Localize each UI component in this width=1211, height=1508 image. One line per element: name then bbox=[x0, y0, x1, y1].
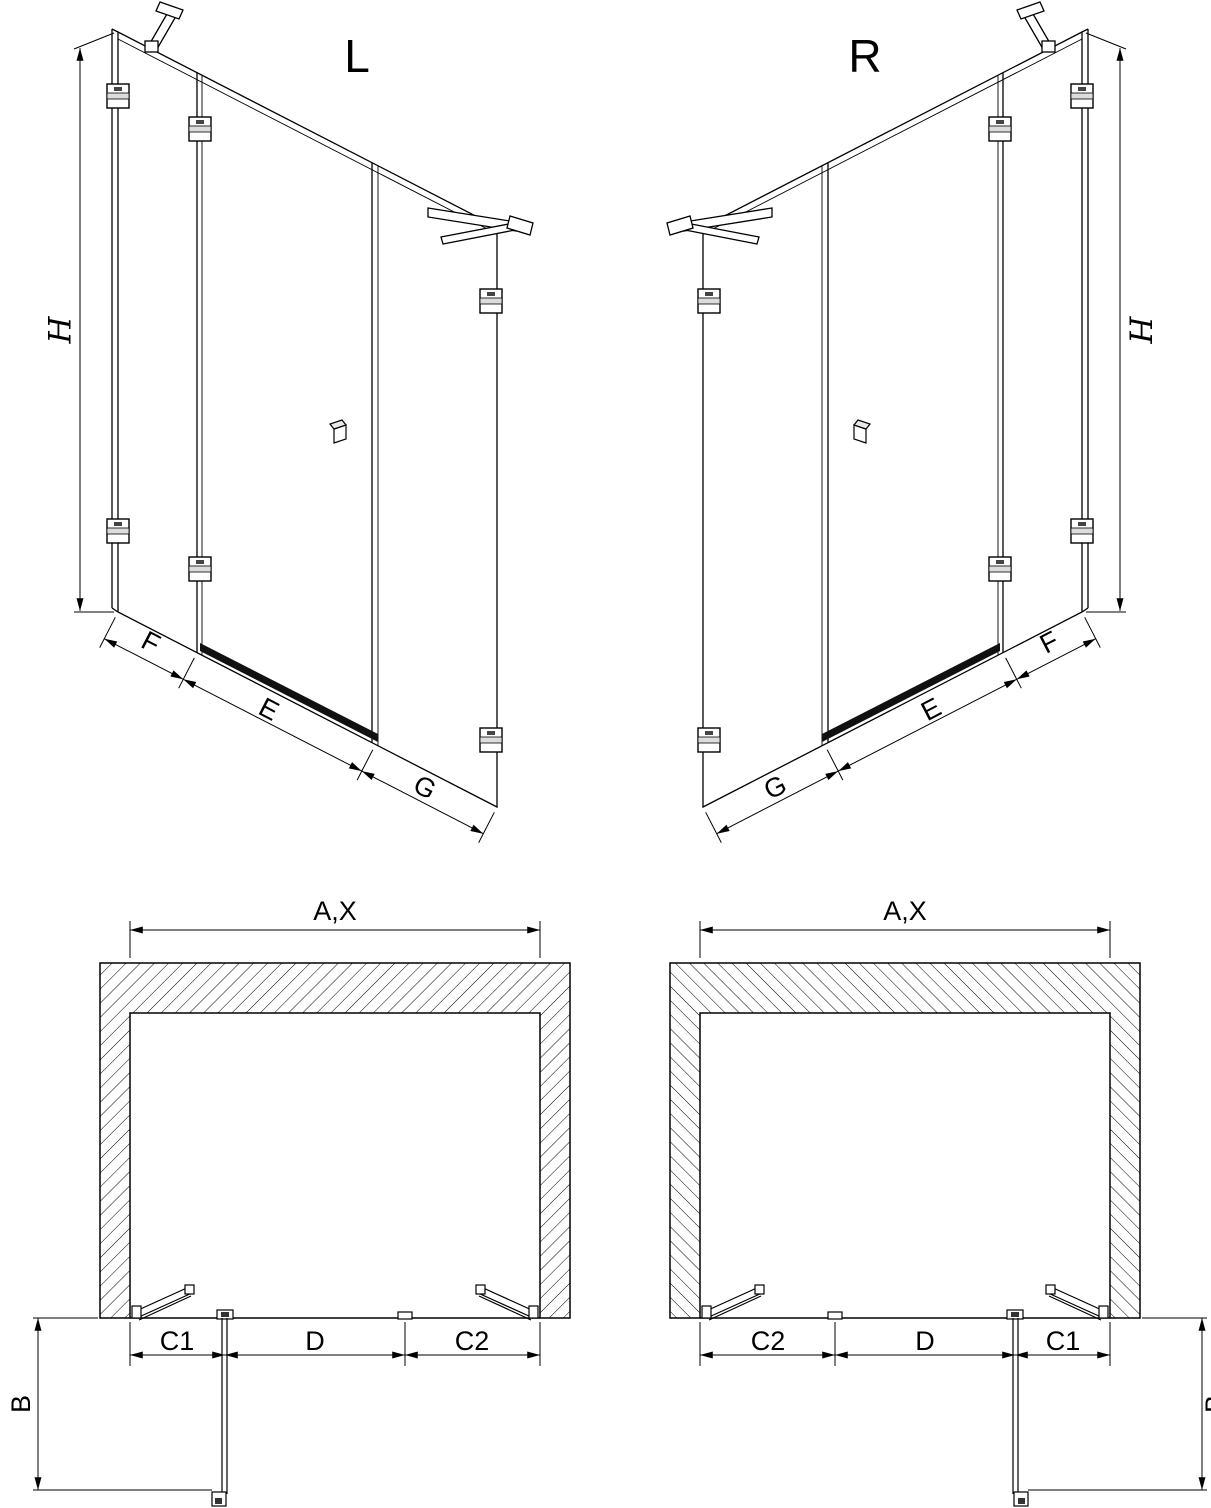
dim-label-d-right: D bbox=[915, 1326, 935, 1356]
plan-view-right bbox=[670, 921, 1207, 1506]
dim-label-c2-right: C2 bbox=[751, 1326, 786, 1356]
dim-label-e-left: E bbox=[254, 692, 284, 727]
dim-label-e-right: E bbox=[916, 692, 946, 727]
dim-label-c1-left: C1 bbox=[160, 1326, 195, 1356]
dim-label-ax-left: A,X bbox=[313, 896, 357, 926]
plan-view-left bbox=[33, 921, 570, 1506]
dim-label-f-right: F bbox=[1035, 625, 1063, 659]
dim-label-b-left: B bbox=[6, 1395, 36, 1413]
view-title-right: R bbox=[848, 30, 881, 82]
dim-label-h-left: H bbox=[43, 316, 79, 345]
dim-label-b-right: B bbox=[1200, 1395, 1211, 1413]
dim-label-d-left: D bbox=[305, 1326, 325, 1356]
dim-label-c1-right: C1 bbox=[1046, 1326, 1081, 1356]
perspective-view-right bbox=[667, 2, 1126, 843]
dim-label-h-right: H bbox=[1122, 315, 1158, 344]
dim-label-ax-right: A,X bbox=[883, 896, 927, 926]
perspective-view-left bbox=[74, 2, 533, 843]
dim-label-c2-left: C2 bbox=[455, 1326, 490, 1356]
dim-label-f-left: F bbox=[137, 625, 165, 659]
view-title-left: L bbox=[344, 30, 370, 82]
